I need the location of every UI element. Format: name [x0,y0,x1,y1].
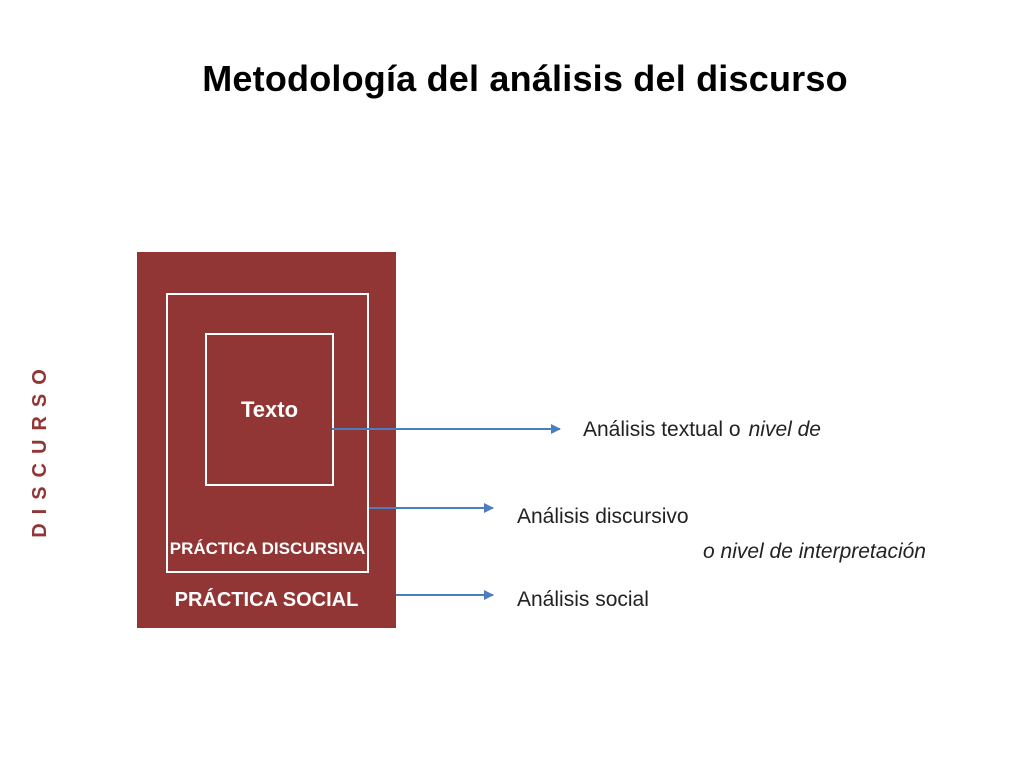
analisis-social-text: Análisis social [517,588,649,611]
page-title: Metodología del análisis del discurso [202,58,848,99]
practica-discursiva-label: PRÁCTICA DISCURSIVA [169,539,366,558]
analisis-textual-label: Análisis textual o [583,418,741,441]
discurso-side-label: DISCURSO [29,360,51,538]
nivel-de-label: nivel de [748,418,821,441]
practica-discursiva-box [166,293,369,573]
practica-social-box [137,252,396,628]
texto-label: Texto [240,397,299,422]
texto-box [205,333,334,486]
analisis-textual-text: Análisis textual o nivel de [583,418,821,442]
analisis-discursivo-text: Análisis discursivo [517,505,689,528]
nivel-interpretacion-text: o nivel de interpretación [703,540,926,563]
practica-social-label: PRÁCTICA SOCIAL [174,589,359,611]
